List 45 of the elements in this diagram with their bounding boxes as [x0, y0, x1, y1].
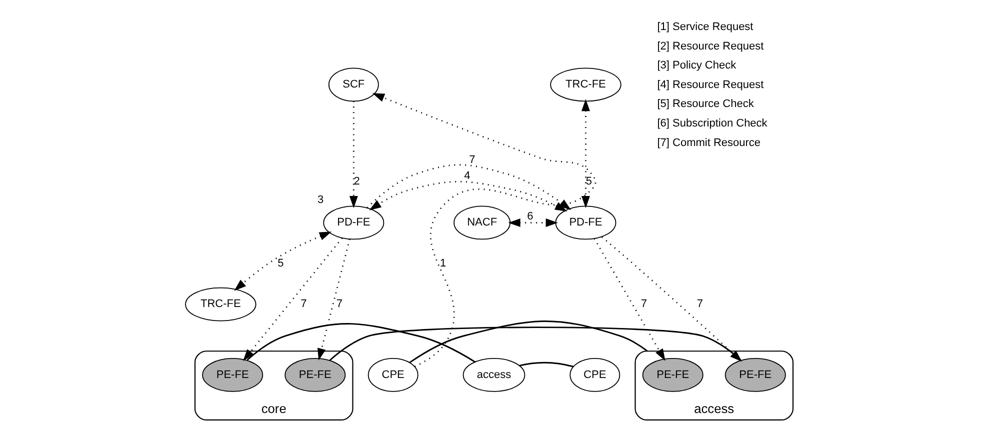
arrow	[372, 93, 596, 368]
arrow	[593, 238, 665, 362]
node-ellipse: PD-FE	[322, 206, 384, 240]
node-ellipse: PE-FE	[724, 358, 786, 392]
edge-label: 2	[353, 176, 360, 188]
edge-label: 1	[440, 257, 446, 270]
edge-label: 7	[300, 298, 306, 310]
label: [7] Commit Resource	[656, 136, 760, 149]
arrow	[234, 232, 332, 291]
node-ellipse: access	[462, 358, 525, 392]
label: [1] Service Request	[656, 21, 753, 34]
node-ellipse: CPE	[569, 358, 620, 392]
arrow	[508, 218, 558, 227]
node-ellipse: SCF	[328, 68, 378, 102]
label: [3] Policy Check	[656, 60, 736, 72]
arrow	[366, 164, 571, 210]
arrow	[242, 238, 342, 362]
edge-label: 5	[585, 176, 592, 188]
edge-label: 5	[277, 257, 284, 270]
connector	[518, 362, 573, 368]
label: [5] Resource Check	[656, 98, 754, 110]
edge-label: 7	[468, 154, 475, 166]
node-ellipse: TRC-FE	[550, 68, 621, 102]
edge-label: 4	[464, 170, 470, 182]
node-ellipse: PE-FE	[642, 358, 703, 392]
arrow	[348, 101, 358, 208]
node-ellipse: PE-FE	[202, 358, 263, 392]
label: [4] Resource Request	[656, 78, 764, 91]
arrow	[368, 180, 567, 212]
node-ellipse: NACF	[453, 206, 510, 240]
edge-label: 7	[640, 298, 647, 310]
node-ellipse: PE-FE	[284, 358, 346, 392]
label: [2] Resource Request	[656, 40, 764, 52]
connector	[408, 320, 648, 364]
edge-label: 6	[526, 210, 533, 223]
node-ellipse: CPE	[367, 358, 418, 392]
connector	[246, 323, 475, 363]
edge-label: 7	[336, 298, 342, 310]
node-ellipse: PD-FE	[554, 206, 616, 240]
node-label: 3	[316, 194, 324, 206]
label: [6] Subscription Check	[656, 118, 767, 130]
arrow	[580, 99, 590, 208]
node-ellipse: TRC-FE	[184, 287, 256, 322]
edge-label: 7	[696, 298, 702, 310]
arrow	[317, 238, 350, 361]
